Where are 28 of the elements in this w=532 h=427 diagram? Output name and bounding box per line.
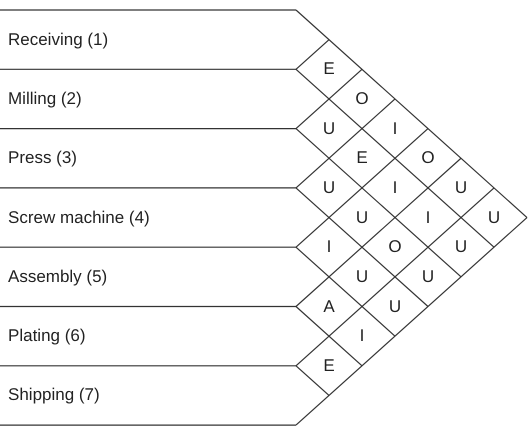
department-label: Screw machine (4) bbox=[8, 208, 150, 228]
closeness-rating: I bbox=[418, 208, 438, 228]
department-label: Shipping (7) bbox=[8, 385, 100, 406]
closeness-rating: E bbox=[319, 59, 339, 80]
department-label: Plating (6) bbox=[8, 326, 86, 346]
closeness-rating: U bbox=[319, 118, 339, 139]
closeness-rating: E bbox=[319, 356, 339, 376]
closeness-rating: U bbox=[451, 237, 471, 258]
closeness-rating: U bbox=[385, 296, 405, 316]
department-label: Press (3) bbox=[8, 148, 77, 168]
closeness-rating: O bbox=[418, 148, 438, 168]
closeness-rating: I bbox=[319, 237, 339, 258]
closeness-rating: A bbox=[319, 296, 339, 316]
closeness-rating: U bbox=[352, 208, 372, 228]
department-label: Assembly (5) bbox=[8, 266, 108, 287]
closeness-rating: E bbox=[352, 148, 372, 168]
closeness-rating: U bbox=[352, 266, 372, 287]
closeness-rating: I bbox=[385, 178, 405, 198]
closeness-rating: I bbox=[385, 118, 405, 139]
closeness-rating: U bbox=[484, 208, 504, 228]
closeness-rating: U bbox=[451, 178, 471, 198]
closeness-rating: O bbox=[352, 88, 372, 109]
department-label: Milling (2) bbox=[8, 88, 82, 109]
closeness-rating: O bbox=[385, 237, 405, 258]
closeness-rating: I bbox=[352, 326, 372, 346]
closeness-rating: U bbox=[418, 266, 438, 287]
closeness-rating: U bbox=[319, 178, 339, 198]
department-label: Receiving (1) bbox=[8, 30, 108, 50]
